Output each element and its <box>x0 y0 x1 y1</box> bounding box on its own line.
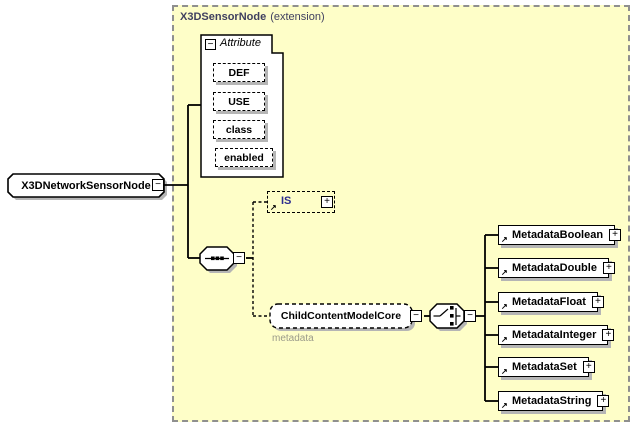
attribute-group-collapse-toggle[interactable]: − <box>205 39 216 50</box>
attribute-use[interactable]: USE <box>213 92 265 111</box>
childcontent-collapse-toggle[interactable]: − <box>410 310 422 322</box>
attribute-group-label: Attribute <box>220 37 261 49</box>
reference-arrow-icon: ↗ <box>501 302 508 311</box>
reference-arrow-icon: ↗ <box>501 401 508 410</box>
metadatainteger-expand-toggle[interactable]: + <box>602 329 615 341</box>
metadatafloat-expand-toggle[interactable]: + <box>591 296 604 308</box>
metadatadouble-label: MetadataDouble <box>512 262 597 274</box>
plus-icon: + <box>605 329 612 340</box>
root-element-collapse-toggle[interactable]: − <box>152 179 164 191</box>
is-label: IS <box>281 195 292 207</box>
attribute-enabled[interactable]: enabled <box>215 148 273 167</box>
element-metadatainteger[interactable]: ↗ MetadataInteger + <box>498 325 615 345</box>
sequence-collapse-toggle[interactable]: − <box>233 252 245 264</box>
panel-title: X3DSensorNode(extension) <box>180 11 325 23</box>
element-metadataboolean[interactable]: ↗ MetadataBoolean + <box>498 225 622 245</box>
minus-icon: − <box>413 310 419 321</box>
minus-icon: − <box>207 38 214 50</box>
panel-title-name: X3DSensorNode <box>180 11 267 23</box>
minus-icon: − <box>155 179 161 190</box>
choice-collapse-toggle[interactable]: − <box>464 310 476 322</box>
childcontentmodelcore-label: ChildContentModelCore <box>280 310 402 322</box>
metadatafloat-label: MetadataFloat <box>512 296 586 308</box>
attribute-def[interactable]: DEF <box>213 63 265 82</box>
element-metadataset[interactable]: ↗ MetadataSet + <box>498 357 595 377</box>
plus-icon: + <box>612 229 618 240</box>
metadatastring-label: MetadataString <box>512 395 592 407</box>
metadataboolean-label: MetadataBoolean <box>512 229 604 241</box>
element-metadatastring[interactable]: ↗ MetadataString + <box>498 391 610 411</box>
reference-arrow-icon: ↗ <box>501 268 508 277</box>
attribute-class-label: class <box>225 123 253 136</box>
metadatainteger-label: MetadataInteger <box>512 329 597 341</box>
attribute-use-label: USE <box>228 95 250 108</box>
minus-icon: − <box>467 310 473 321</box>
is-expand-toggle[interactable]: + <box>321 196 333 208</box>
reference-arrow-icon: ↗ <box>501 235 508 244</box>
plus-icon: + <box>600 395 607 406</box>
minus-icon: − <box>236 252 242 263</box>
plus-icon: + <box>324 196 330 207</box>
reference-arrow-icon: ↗ <box>501 335 508 344</box>
element-metadatadouble[interactable]: ↗ MetadataDouble + <box>498 258 615 278</box>
attribute-def-label: DEF <box>228 66 250 79</box>
element-is[interactable]: ↗ IS + <box>267 191 335 213</box>
reference-arrow-icon: ↗ <box>501 367 508 376</box>
reference-arrow-icon: ↗ <box>270 203 277 212</box>
metadataboolean-expand-toggle[interactable]: + <box>609 229 622 241</box>
attribute-enabled-label: enabled <box>224 151 264 164</box>
plus-icon: + <box>606 262 612 273</box>
element-metadatafloat[interactable]: ↗ MetadataFloat + <box>498 292 604 312</box>
element-childcontentmodelcore[interactable]: ChildContentModelCore <box>270 304 412 328</box>
metadataset-expand-toggle[interactable]: + <box>582 361 595 373</box>
metadatastring-expand-toggle[interactable]: + <box>597 395 610 407</box>
root-element-label: X3DNetworkSensorNode <box>21 179 151 192</box>
metadataset-label: MetadataSet <box>512 361 577 373</box>
plus-icon: + <box>595 296 601 307</box>
root-element[interactable]: X3DNetworkSensorNode <box>8 174 164 197</box>
panel-title-kind: (extension) <box>270 11 325 23</box>
metadatadouble-expand-toggle[interactable]: + <box>602 262 615 274</box>
plus-icon: + <box>585 361 592 372</box>
attribute-class[interactable]: class <box>213 120 265 139</box>
metadata-annotation: metadata <box>272 333 314 344</box>
